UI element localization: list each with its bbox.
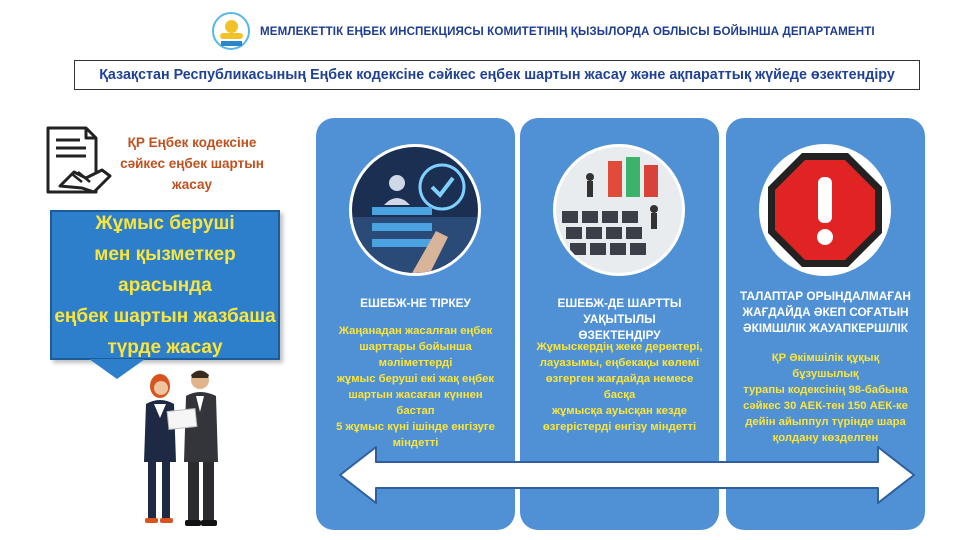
- panel-text-line: 5 жұмыс күні ішінде енгізуге: [336, 421, 495, 433]
- panel-text-line: дейін айыппул түрінде шара: [745, 416, 906, 428]
- panel-heading-line: ТАЛАПТАР ОРЫНДАЛМАҒАН: [740, 289, 911, 303]
- panel-text-line: өзгерген жағдайда немесе басқа: [545, 373, 694, 401]
- header: МЕМЛЕКЕТТІК ЕҢБЕК ИНСПЕКЦИЯСЫ КОМИТЕТІНІ…: [212, 10, 875, 52]
- panel-text-line: өзгерістерді енгізу міндетті: [542, 421, 697, 433]
- callout-line: мен қызметкер арасында: [94, 243, 236, 296]
- panel-heading-line: ЕШЕБЖ-НЕ ТІРКЕУ: [360, 296, 471, 310]
- left-title: ҚР Еңбек кодексіне сәйкес еңбек шартын ж…: [116, 132, 268, 195]
- main-banner: Қазақстан Республикасының Еңбек кодексін…: [74, 60, 920, 90]
- digital-checklist-image: [349, 144, 481, 276]
- panel-heading: ЕШЕБЖ-НЕ ТІРКЕУ: [328, 295, 503, 311]
- left-title-line: сәйкес еңбек шартын: [120, 156, 264, 171]
- panel-text: Жаңанадан жасалған еңбек шарттары бойынш…: [328, 323, 503, 451]
- panel-text-line: қолдану көзделген: [772, 432, 879, 444]
- panel-text-line: шарттары бойынша мәліметтерді: [359, 341, 472, 369]
- department-title: МЕМЛЕКЕТТІК ЕҢБЕК ИНСПЕКЦИЯСЫ КОМИТЕТІНІ…: [260, 24, 875, 38]
- emblem-logo: [212, 12, 250, 50]
- panel-heading-line: ӘКІМШІЛІК ЖАУАПКЕРШІЛІК: [743, 321, 908, 335]
- panel-heading: ЕШЕБЖ-ДЕ ШАРТТЫ УАҚЫТЫЛЫ ӨЗЕКТЕНДІРУ: [532, 295, 707, 343]
- left-title-line: ҚР Еңбек кодексіне: [127, 135, 257, 150]
- panel-heading-line: ЖАҒДАЙДА ӘКЕП СОҒАТЫН: [742, 305, 909, 319]
- people-illustration: [144, 370, 218, 526]
- panel-text-line: сәйкес 30 АЕК-тен 150 АЕК-ке: [743, 400, 908, 412]
- panel-text-line: жұмыс беруші екі жақ еңбек: [336, 373, 495, 385]
- panel-text-line: Жаңанадан жасалған еңбек: [338, 325, 493, 337]
- double-arrow-icon: [339, 446, 915, 504]
- callout-line: еңбек шартын жазбаша: [54, 305, 276, 327]
- left-title-line: жасау: [172, 177, 212, 192]
- callout-box: Жұмыс беруші мен қызметкер арасында еңбе…: [50, 210, 280, 360]
- panel-text-line: шартын жасаған күннен бастап: [348, 389, 483, 417]
- stop-warning-sign: [759, 144, 891, 276]
- panel-text: Жұмыскердің жеке деректері, лауазымы, ең…: [532, 339, 707, 435]
- callout-line: Жұмыс беруші: [95, 212, 235, 234]
- panel-text-line: міндетті: [392, 437, 439, 449]
- panel-heading-line: ӨЗЕКТЕНДІРУ: [578, 328, 661, 342]
- banner-title: Қазақстан Республикасының Еңбек кодексін…: [99, 67, 895, 83]
- panel-text-line: лауазымы, еңбекақы көлемі: [539, 357, 700, 369]
- panel-text-line: жұмысқа ауысқан кезде: [551, 405, 688, 417]
- panel-text-line: Жұмыскердің жеке деректері,: [536, 341, 703, 353]
- panel-text: ҚР Әкімшілік құқық бұзушылық турапы коде…: [738, 350, 913, 446]
- panel-text-line: ҚР Әкімшілік құқық бұзушылық: [771, 352, 880, 380]
- contract-handshake-icon: [46, 126, 112, 194]
- panel-heading: ТАЛАПТАР ОРЫНДАЛМАҒАН ЖАҒДАЙДА ӘКЕП СОҒА…: [738, 288, 913, 336]
- callout-pointer: [89, 359, 145, 379]
- panel-text-line: турапы кодексінің 98-бабына: [743, 384, 908, 396]
- callout-line: түрде жасау: [107, 336, 223, 358]
- keyboard-people-image: [553, 144, 685, 276]
- panel-heading-line: ЕШЕБЖ-ДЕ ШАРТТЫ УАҚЫТЫЛЫ: [557, 296, 682, 326]
